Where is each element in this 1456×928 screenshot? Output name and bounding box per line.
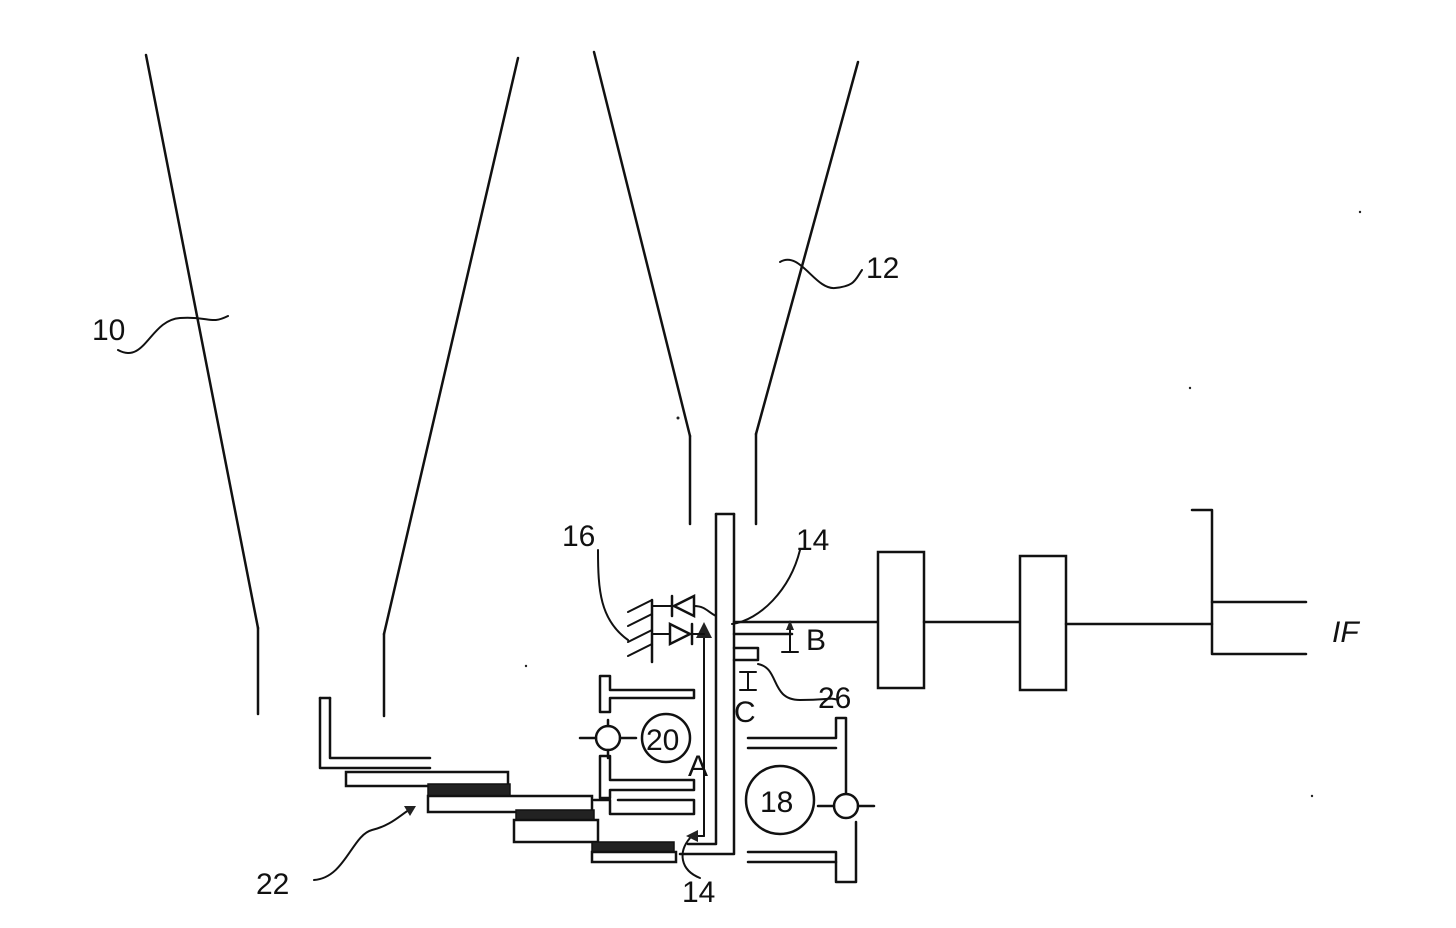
leader-16 [598,550,628,640]
label-10: 10 [92,314,125,347]
leader-14-upper [732,550,800,624]
label-14-lower: 14 [682,876,715,909]
waveguide-bracket [320,698,430,768]
leader-12 [780,260,862,288]
label-if: IF [1332,616,1360,649]
central-waveguide [680,514,734,854]
label-26: 26 [818,682,851,715]
label-16: 16 [562,520,595,553]
leader-22 [314,808,412,880]
label-14-upper: 14 [796,524,829,557]
label-12: 12 [866,252,899,285]
label-c: C [734,696,756,729]
horn-antenna-12 [594,52,858,524]
label-20: 20 [646,724,679,757]
leader-10 [118,316,228,353]
label-b: B [806,624,826,657]
label-a: A [688,750,708,783]
slot-26 [734,648,758,690]
label-22: 22 [256,868,289,901]
scan-specks [525,211,1361,797]
label-18: 18 [760,786,793,819]
dimension-b [782,620,798,652]
horn-antenna-10 [146,55,518,716]
